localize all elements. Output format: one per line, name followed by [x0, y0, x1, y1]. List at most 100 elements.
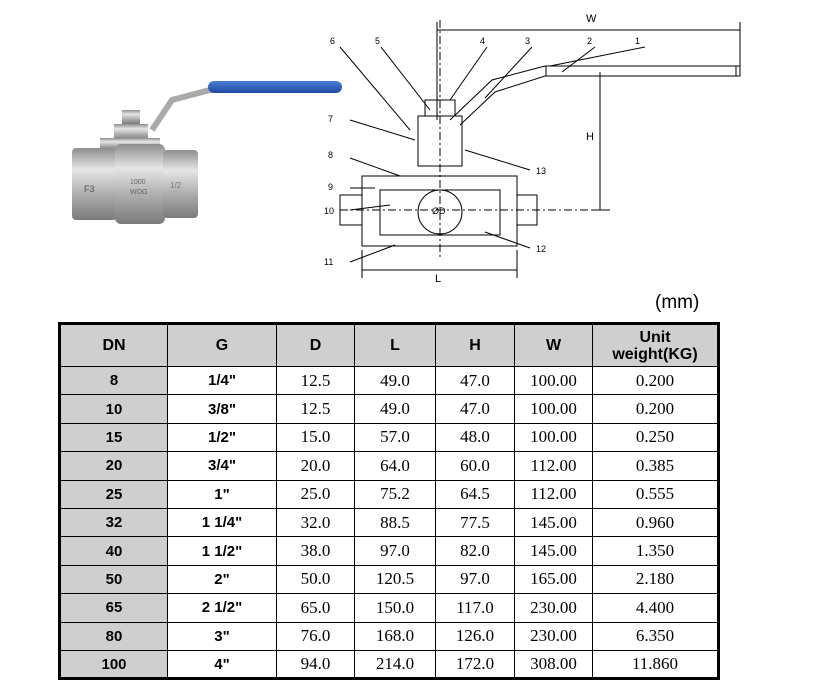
table-cell: 126.0 [435, 621, 515, 651]
table-cell: 1 1/4" [167, 507, 277, 538]
table-cell: 65.0 [276, 593, 355, 623]
callout-11: 11 [324, 257, 333, 267]
table-cell: 20 [59, 451, 168, 481]
photo-mark-1000: 1000 [130, 179, 146, 186]
table-cell: 1/2" [167, 422, 277, 453]
table-cell: 94.0 [276, 649, 355, 680]
table-cell: 2 1/2" [167, 593, 277, 623]
photo-mark-f3: F3 [84, 184, 95, 194]
table-cell: 75.2 [354, 479, 436, 509]
table-cell: 3/4" [167, 451, 277, 481]
table-cell: 100.00 [514, 422, 593, 453]
callout-12: 12 [536, 244, 546, 254]
header-h: H [435, 323, 515, 367]
table-cell: 0.250 [592, 422, 719, 453]
dimension-d-label: ØD [432, 206, 446, 216]
table-cell: 168.0 [354, 621, 436, 651]
table-cell: 3" [167, 621, 277, 651]
table-cell: 145.00 [514, 536, 593, 566]
table-cell: 97.0 [435, 564, 515, 595]
table-cell: 1.350 [592, 536, 719, 566]
callout-8: 8 [328, 150, 333, 160]
table-cell: 50 [59, 564, 168, 595]
table-cell: 65 [59, 593, 168, 623]
header-w: W [514, 323, 593, 367]
table-cell: 11.860 [592, 649, 719, 680]
table-cell: 214.0 [354, 649, 436, 680]
table-cell: 100 [59, 649, 168, 680]
table-cell: 8 [59, 365, 168, 396]
callout-1: 1 [635, 36, 640, 46]
table-cell: 145.00 [514, 507, 593, 538]
table-cell: 47.0 [435, 394, 515, 424]
table-cell: 97.0 [354, 536, 436, 566]
photo-mark-size: 1/2 [170, 181, 182, 190]
table-cell: 2.180 [592, 564, 719, 595]
table-cell: 120.5 [354, 564, 436, 595]
callout-5: 5 [375, 36, 380, 46]
dimension-h-label: H [586, 131, 594, 143]
callout-13: 13 [536, 166, 546, 176]
photo-mark-wog: WOG [130, 189, 148, 196]
table-cell: 1" [167, 479, 277, 509]
table-cell: 0.385 [592, 451, 719, 481]
table-cell: 117.0 [435, 593, 515, 623]
table-cell: 60.0 [435, 451, 515, 481]
table-cell: 40 [59, 536, 168, 566]
table-cell: 230.00 [514, 593, 593, 623]
table-cell: 64.5 [435, 479, 515, 509]
blue-handle-grip [208, 81, 342, 93]
header-dn: DN [59, 323, 168, 367]
table-cell: 0.555 [592, 479, 719, 509]
table-cell: 150.0 [354, 593, 436, 623]
table-cell: 165.00 [514, 564, 593, 595]
table-cell: 12.5 [276, 394, 355, 424]
table-cell: 0.200 [592, 394, 719, 424]
table-cell: 38.0 [276, 536, 355, 566]
table-cell: 64.0 [354, 451, 436, 481]
callout-2: 2 [587, 36, 592, 46]
table-cell: 50.0 [276, 564, 355, 595]
table-cell: 1/4" [167, 365, 277, 396]
callout-6: 6 [330, 36, 335, 46]
callout-7: 7 [328, 114, 333, 124]
callout-4: 4 [480, 36, 485, 46]
table-cell: 2" [167, 564, 277, 595]
table-header-row: DN G D L H W Unit weight(KG) [59, 323, 719, 367]
header-l: L [354, 323, 436, 367]
ball-valve-photo: F3 1000 WOG 1/2 [72, 81, 342, 224]
table-cell: 57.0 [354, 422, 436, 453]
table-cell: 308.00 [514, 649, 593, 680]
table-cell: 76.0 [276, 621, 355, 651]
table-cell: 4.400 [592, 593, 719, 623]
header-unit-weight: Unit weight(KG) [592, 323, 719, 367]
table-cell: 1 1/2" [167, 536, 277, 566]
table-cell: 49.0 [354, 365, 436, 396]
table-cell: 32.0 [276, 507, 355, 538]
table-cell: 49.0 [354, 394, 436, 424]
table-cell: 32 [59, 507, 168, 538]
table-cell: 47.0 [435, 365, 515, 396]
table-cell: 6.350 [592, 621, 719, 651]
table-cell: 25 [59, 479, 168, 509]
table-cell: 3/8" [167, 394, 277, 424]
unit-label: (mm) [655, 292, 700, 313]
table-cell: 100.00 [514, 394, 593, 424]
callout-3: 3 [525, 36, 530, 46]
table-cell: 172.0 [435, 649, 515, 680]
table-cell: 100.00 [514, 365, 593, 396]
table-cell: 88.5 [354, 507, 436, 538]
table-cell: 0.960 [592, 507, 719, 538]
table-cell: 80 [59, 621, 168, 651]
table-cell: 15 [59, 422, 168, 453]
